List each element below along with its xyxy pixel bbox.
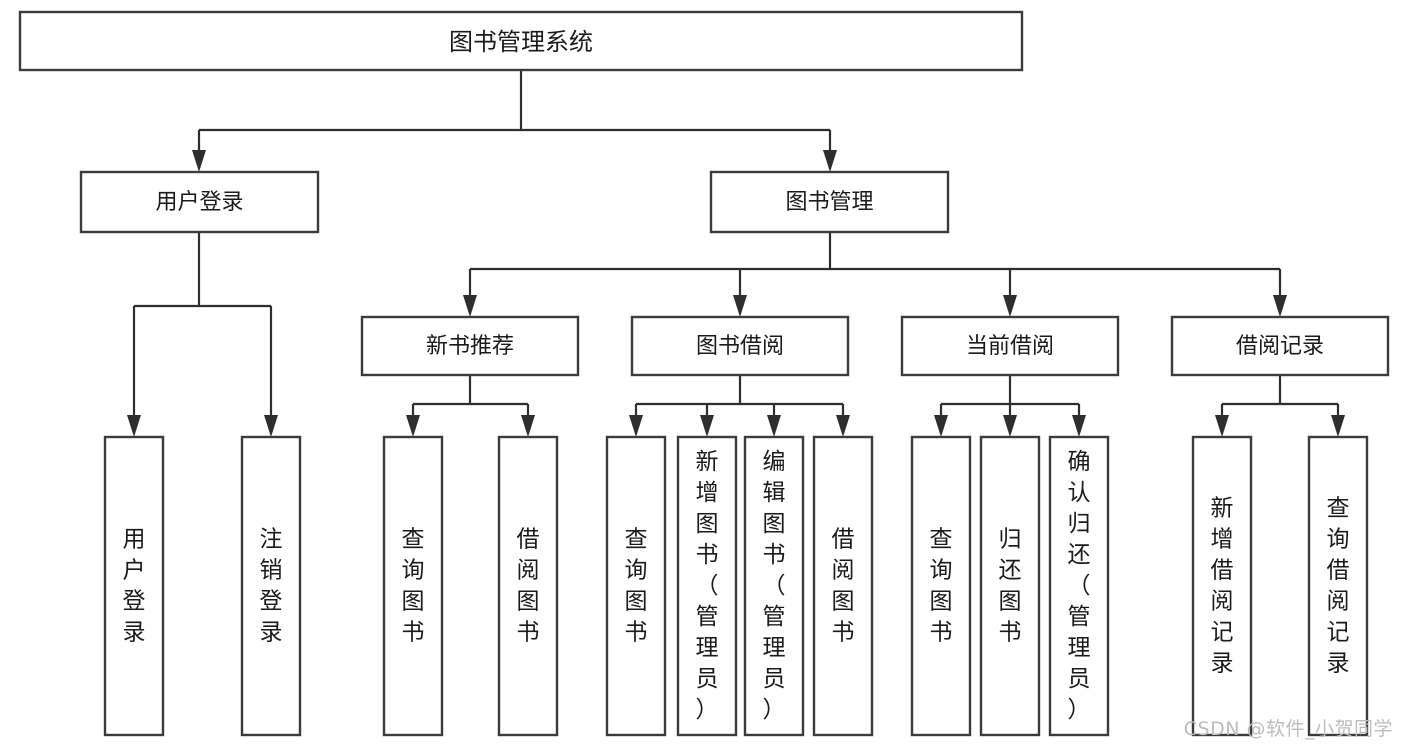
node-borrow-book[interactable]: 图书借阅 xyxy=(630,315,850,377)
leaf-borrow-book-4-box[interactable] xyxy=(812,435,874,737)
leaf-user-login-2-label: 注销登录 xyxy=(260,527,283,646)
leaf-borrow-book-3-box[interactable] xyxy=(743,435,805,737)
leaf-borrow-record-2-label: 查询借阅记录 xyxy=(1327,496,1350,677)
leaf-borrow-book-1-box[interactable] xyxy=(605,435,667,737)
leaf-borrow-record-1-label: 新增借阅记录 xyxy=(1211,496,1234,677)
node-borrow-record-box[interactable] xyxy=(1170,315,1390,377)
leaf-current-borrow-1-box[interactable] xyxy=(910,435,972,737)
arrow-head-leaf-current-borrow-3 xyxy=(1072,415,1086,437)
leaf-user-login-2-box[interactable] xyxy=(240,435,302,737)
leaf-borrow-book-2-box[interactable] xyxy=(676,435,738,737)
node-current-borrow-label: 当前借阅 xyxy=(966,334,1054,359)
node-new-book-box[interactable] xyxy=(360,315,580,377)
leaf-user-login-1[interactable]: 用户登录 xyxy=(103,435,165,737)
node-new-book[interactable]: 新书推荐 xyxy=(360,315,580,377)
node-root-system-label: 图书管理系统 xyxy=(449,28,593,56)
arrow-head-user-login xyxy=(192,150,206,172)
arrow-head-leaf-current-borrow-1 xyxy=(934,415,948,437)
arrow-head-borrow-record xyxy=(1273,295,1287,317)
node-new-book-label: 新书推荐 xyxy=(426,334,514,359)
leaf-current-borrow-3-box[interactable] xyxy=(1048,435,1110,737)
arrow-head-leaf-borrow-book-4 xyxy=(836,415,850,437)
node-borrow-book-label: 图书借阅 xyxy=(696,334,784,359)
node-book-manage-box[interactable] xyxy=(709,170,950,234)
leaf-user-login-1-label: 用户登录 xyxy=(123,527,146,646)
leaf-borrow-record-2-box[interactable] xyxy=(1307,435,1369,737)
leaf-borrow-book-4-label: 借阅图书 xyxy=(832,527,855,646)
leaf-borrow-record-1[interactable]: 新增借阅记录 xyxy=(1191,435,1253,737)
leaf-borrow-book-4[interactable]: 借阅图书 xyxy=(812,435,874,737)
leaf-current-borrow-1[interactable]: 查询图书 xyxy=(910,435,972,737)
leaf-new-book-2[interactable]: 借阅图书 xyxy=(497,435,559,737)
arrow-head-leaf-current-borrow-2 xyxy=(1003,415,1017,437)
leaf-new-book-2-box[interactable] xyxy=(497,435,559,737)
leaf-new-book-1-box[interactable] xyxy=(382,435,444,737)
leaf-current-borrow-2-box[interactable] xyxy=(979,435,1041,737)
arrow-head-leaf-new-book-2 xyxy=(521,415,535,437)
leaf-user-login-2[interactable]: 注销登录 xyxy=(240,435,302,737)
leaf-current-borrow-2-label: 归还图书 xyxy=(999,527,1022,646)
arrow-head-leaf-user-login-2 xyxy=(264,415,278,437)
connectors-layer xyxy=(127,70,1345,437)
arrow-head-borrow-book xyxy=(733,295,747,317)
leaf-current-borrow-3[interactable]: 确认归还（管理员） xyxy=(1048,435,1110,737)
node-user-login-label: 用户登录 xyxy=(155,190,243,215)
arrow-head-leaf-borrow-record-1 xyxy=(1215,415,1229,437)
arrow-head-leaf-borrow-book-2 xyxy=(700,415,714,437)
node-borrow-record-label: 借阅记录 xyxy=(1236,334,1324,359)
leaf-user-login-1-box[interactable] xyxy=(103,435,165,737)
node-root-system-box[interactable] xyxy=(18,10,1024,72)
arrow-head-leaf-new-book-1 xyxy=(406,415,420,437)
leaf-borrow-book-2[interactable]: 新增图书（管理员） xyxy=(676,435,738,737)
leaf-new-book-2-label: 借阅图书 xyxy=(517,527,540,646)
node-book-manage-label: 图书管理 xyxy=(785,190,873,215)
leaf-borrow-book-3[interactable]: 编辑图书（管理员） xyxy=(743,435,805,737)
node-borrow-record[interactable]: 借阅记录 xyxy=(1170,315,1390,377)
arrow-head-leaf-user-login-1 xyxy=(127,415,141,437)
node-book-manage[interactable]: 图书管理 xyxy=(709,170,950,234)
leaf-borrow-book-1-label: 查询图书 xyxy=(625,527,648,646)
leaf-new-book-1-label: 查询图书 xyxy=(402,527,425,646)
leaf-current-borrow-1-label: 查询图书 xyxy=(930,527,953,646)
leaf-current-borrow-2[interactable]: 归还图书 xyxy=(979,435,1041,737)
node-current-borrow[interactable]: 当前借阅 xyxy=(900,315,1120,377)
arrow-head-leaf-borrow-book-1 xyxy=(629,415,643,437)
leaf-borrow-book-1[interactable]: 查询图书 xyxy=(605,435,667,737)
leaf-borrow-record-1-box[interactable] xyxy=(1191,435,1253,737)
node-root-system[interactable]: 图书管理系统 xyxy=(18,10,1024,72)
arrow-head-book-manage xyxy=(823,150,837,172)
leaf-new-book-1[interactable]: 查询图书 xyxy=(382,435,444,737)
node-borrow-book-box[interactable] xyxy=(630,315,850,377)
leaf-borrow-record-2[interactable]: 查询借阅记录 xyxy=(1307,435,1369,737)
arrow-head-new-book xyxy=(463,295,477,317)
leaf-borrow-book-2-label: 新增图书（管理员） xyxy=(696,449,719,723)
arrow-head-leaf-borrow-book-3 xyxy=(767,415,781,437)
arrow-head-leaf-borrow-record-2 xyxy=(1331,415,1345,437)
leaf-current-borrow-3-label: 确认归还（管理员） xyxy=(1068,449,1091,723)
node-user-login-box[interactable] xyxy=(79,170,320,234)
node-current-borrow-box[interactable] xyxy=(900,315,1120,377)
arrow-head-current-borrow xyxy=(1003,295,1017,317)
node-user-login[interactable]: 用户登录 xyxy=(79,170,320,234)
leaf-borrow-book-3-label: 编辑图书（管理员） xyxy=(763,449,786,723)
